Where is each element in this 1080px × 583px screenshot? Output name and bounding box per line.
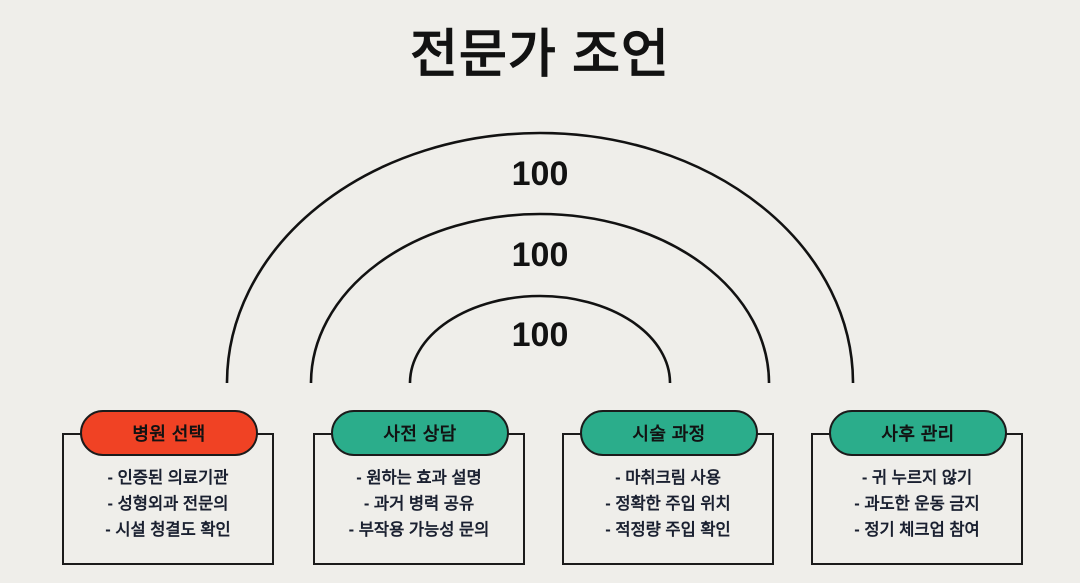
arc-value-outer: 100	[511, 155, 569, 193]
arc-value-inner: 100	[511, 316, 569, 354]
page-title: 전문가 조언	[410, 26, 670, 84]
list-item: - 마취크림 사용	[615, 469, 721, 487]
arc-value-middle: 100	[511, 236, 569, 274]
column-header-pill-1[interactable]: 병원 선택	[80, 410, 258, 456]
column-header-label-4: 사후 관리	[881, 424, 955, 444]
list-item: - 과도한 운동 금지	[854, 495, 980, 514]
list-item: - 과거 병력 공유	[363, 495, 475, 514]
column-items-1: - 인증된 의료기관 - 성형외과 전문의 - 시설 청결도 확인	[64, 465, 272, 543]
list-item: - 원하는 효과 설명	[356, 469, 482, 487]
arc-outer	[225, 131, 855, 384]
list-item: - 시설 청결도 확인	[105, 521, 231, 540]
list-item: - 귀 누르지 않기	[861, 469, 973, 487]
column-box-4: - 귀 누르지 않기 - 과도한 운동 금지 - 정기 체크업 참여	[811, 433, 1023, 565]
arc-inner	[408, 294, 672, 384]
column-header-label-2: 사전 상담	[383, 424, 457, 444]
column-items-4: - 귀 누르지 않기 - 과도한 운동 금지 - 정기 체크업 참여	[813, 465, 1021, 543]
list-item: - 정확한 주입 위치	[605, 495, 731, 514]
column-items-3: - 마취크림 사용 - 정확한 주입 위치 - 적정량 주입 확인	[564, 465, 772, 543]
list-item: - 인증된 의료기관	[107, 469, 229, 487]
arc-middle	[309, 212, 771, 384]
column-header-pill-2[interactable]: 사전 상담	[331, 410, 509, 456]
column-header-label-3: 시술 과정	[632, 424, 706, 444]
column-items-2: - 원하는 효과 설명 - 과거 병력 공유 - 부작용 가능성 문의	[315, 465, 523, 543]
list-item: - 정기 체크업 참여	[854, 521, 980, 540]
column-header-pill-3[interactable]: 시술 과정	[580, 410, 758, 456]
list-item: - 성형외과 전문의	[107, 495, 229, 514]
column-header-label-1: 병원 선택	[132, 424, 206, 444]
column-header-pill-4[interactable]: 사후 관리	[829, 410, 1007, 456]
list-item: - 부작용 가능성 문의	[348, 521, 490, 540]
list-item: - 적정량 주입 확인	[605, 521, 731, 540]
